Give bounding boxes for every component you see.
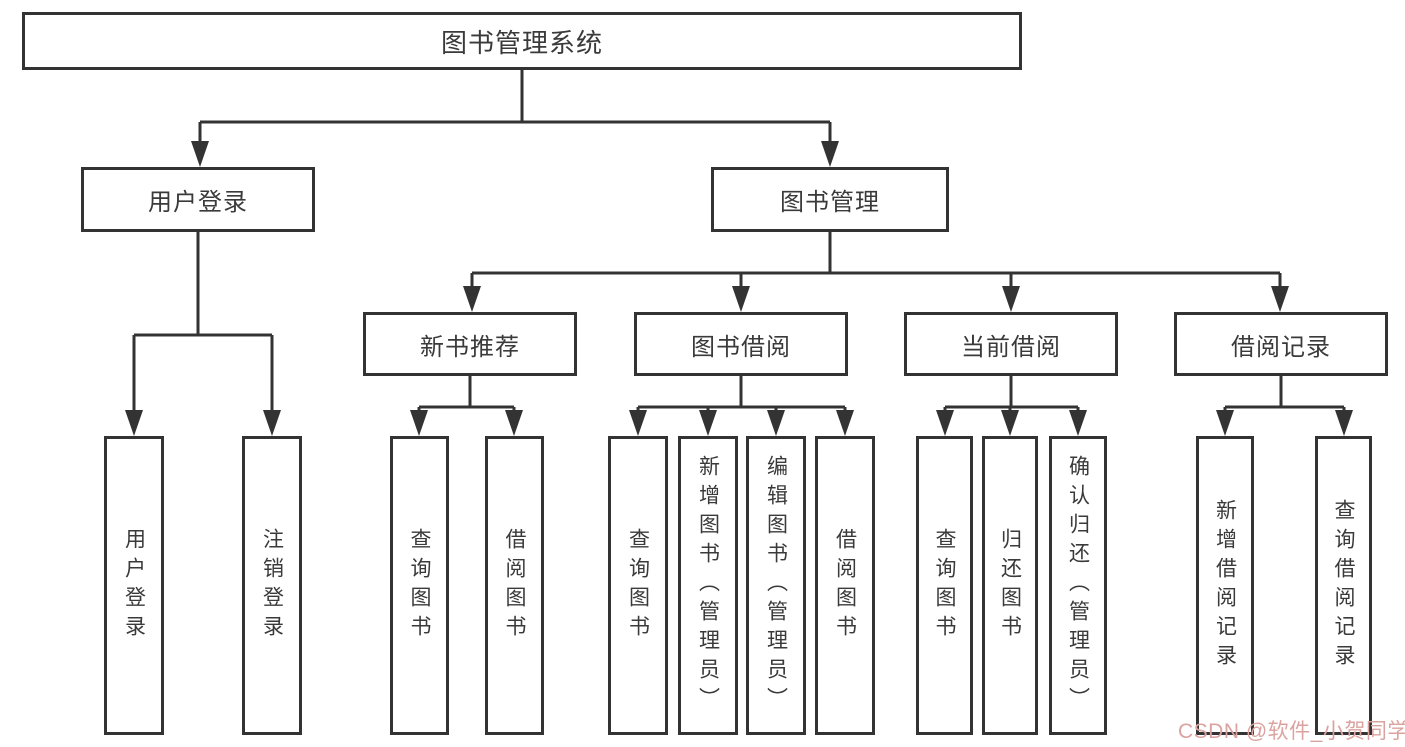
connector-newbooks-leaves [417,376,516,412]
node-root-label: 图书管理系统 [440,27,603,58]
arrowhead-icon [463,286,481,312]
arrowhead-icon [410,410,428,436]
arrowhead-icon [1271,286,1289,312]
arrowhead-icon [732,286,750,312]
connector-root-level2 [198,70,832,142]
arrowhead-icon [767,410,785,436]
arrowhead-icon [505,410,523,436]
node-borrow-records-label: 借阅记录 [1231,333,1331,361]
node-leaf-borrow-books-2: 借阅图书 [815,436,875,735]
node-leaf-borrow-books-1: 借阅图书 [485,436,544,735]
arrowhead-icon [699,410,717,436]
arrowhead-icon [1002,286,1020,312]
node-current-borrow-label: 当前借阅 [961,333,1061,361]
connector-bookmgmt-level3 [470,232,1282,288]
arrowhead-icon [936,410,954,436]
node-leaf-edit-books-admin: 编辑图书（管理员） [746,436,806,735]
node-current-borrow: 当前借阅 [904,312,1118,376]
node-leaf-query-borrow-record: 查询借阅记录 [1315,436,1372,735]
node-leaf-add-books-admin: 新增图书（管理员） [678,436,738,735]
node-new-book-recommend: 新书推荐 [363,312,577,376]
arrowhead-icon [1216,410,1234,436]
arrowhead-icon [125,410,143,436]
node-user-login: 用户登录 [81,167,315,232]
node-leaf-query-books-2: 查询图书 [608,436,668,735]
connector-bookborrow-leaves [636,376,847,412]
arrowhead-icon [629,410,647,436]
arrowhead-icon [263,410,281,436]
node-leaf-logout: 注销登录 [242,436,302,735]
node-leaf-return-books: 归还图书 [982,436,1038,735]
arrowhead-icon [836,410,854,436]
node-book-management-label: 图书管理 [780,189,880,216]
connector-userlogin-leaves [132,232,274,412]
csdn-watermark: CSDN @软件_小贺同学 [1178,720,1405,743]
arrowhead-icon [1335,410,1353,436]
arrowhead-icon [1069,410,1087,436]
arrowhead-icon [1001,410,1019,436]
node-root-system: 图书管理系统 [22,12,1022,70]
node-leaf-add-borrow-record: 新增借阅记录 [1196,436,1254,735]
node-new-book-recommend-label: 新书推荐 [420,333,520,361]
node-leaf-user-login: 用户登录 [104,436,164,735]
node-borrow-records: 借阅记录 [1174,312,1388,376]
node-book-borrow: 图书借阅 [634,312,848,376]
connector-currentborrow-leaves [943,376,1080,412]
connector-lines [132,70,1346,412]
node-user-login-label: 用户登录 [148,189,248,216]
node-book-management: 图书管理 [711,167,949,232]
arrowhead-icon [191,141,209,167]
connector-borrowrecords-leaves [1223,376,1346,412]
node-leaf-confirm-return-admin: 确认归还（管理员） [1049,436,1107,735]
node-book-borrow-label: 图书借阅 [691,333,791,361]
arrowheads [125,141,1353,436]
node-leaf-query-books-1: 查询图书 [390,436,449,735]
arrowhead-icon [821,141,839,167]
node-leaf-query-books-3: 查询图书 [916,436,973,735]
